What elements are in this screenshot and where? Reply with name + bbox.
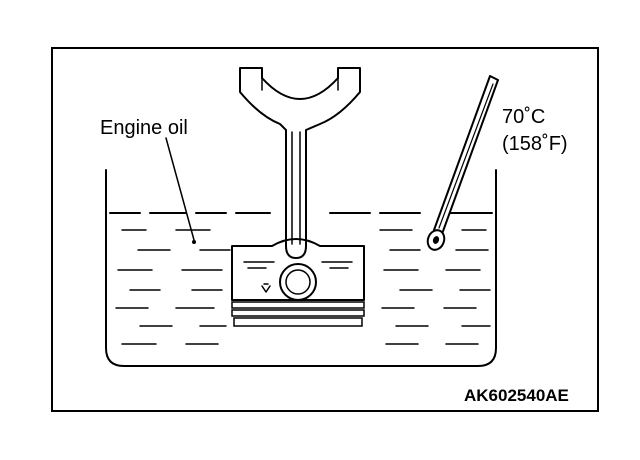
figure-code-label: AK602540AE xyxy=(464,386,569,405)
piston-skirt-detail xyxy=(243,261,353,269)
thermometer-bulb-core xyxy=(432,236,440,244)
piston-pin xyxy=(285,269,311,295)
piston xyxy=(231,238,365,327)
thermometer-capillary xyxy=(438,83,494,229)
piston-ring-2 xyxy=(231,309,365,317)
piston-crown xyxy=(231,238,365,301)
engine-oil-leader-line xyxy=(165,137,195,241)
oil-container xyxy=(105,169,497,367)
connecting-rod-cap-notch xyxy=(261,77,339,91)
temperature-celsius-label: 70˚C xyxy=(502,106,545,128)
engine-oil-label: Engine oil xyxy=(100,117,188,139)
piston-ring-1 xyxy=(231,301,365,309)
temperature-fahrenheit-label: (158˚F) xyxy=(502,133,568,155)
thermometer xyxy=(426,75,499,251)
connecting-rod xyxy=(239,67,361,259)
connecting-rod-big-end xyxy=(239,67,361,259)
piston-mark xyxy=(261,283,271,293)
engine-oil-leader-dot xyxy=(192,240,196,244)
piston-ring-3 xyxy=(233,317,363,327)
oil-liquid-marks xyxy=(115,229,491,345)
connecting-rod-rib xyxy=(291,131,301,245)
